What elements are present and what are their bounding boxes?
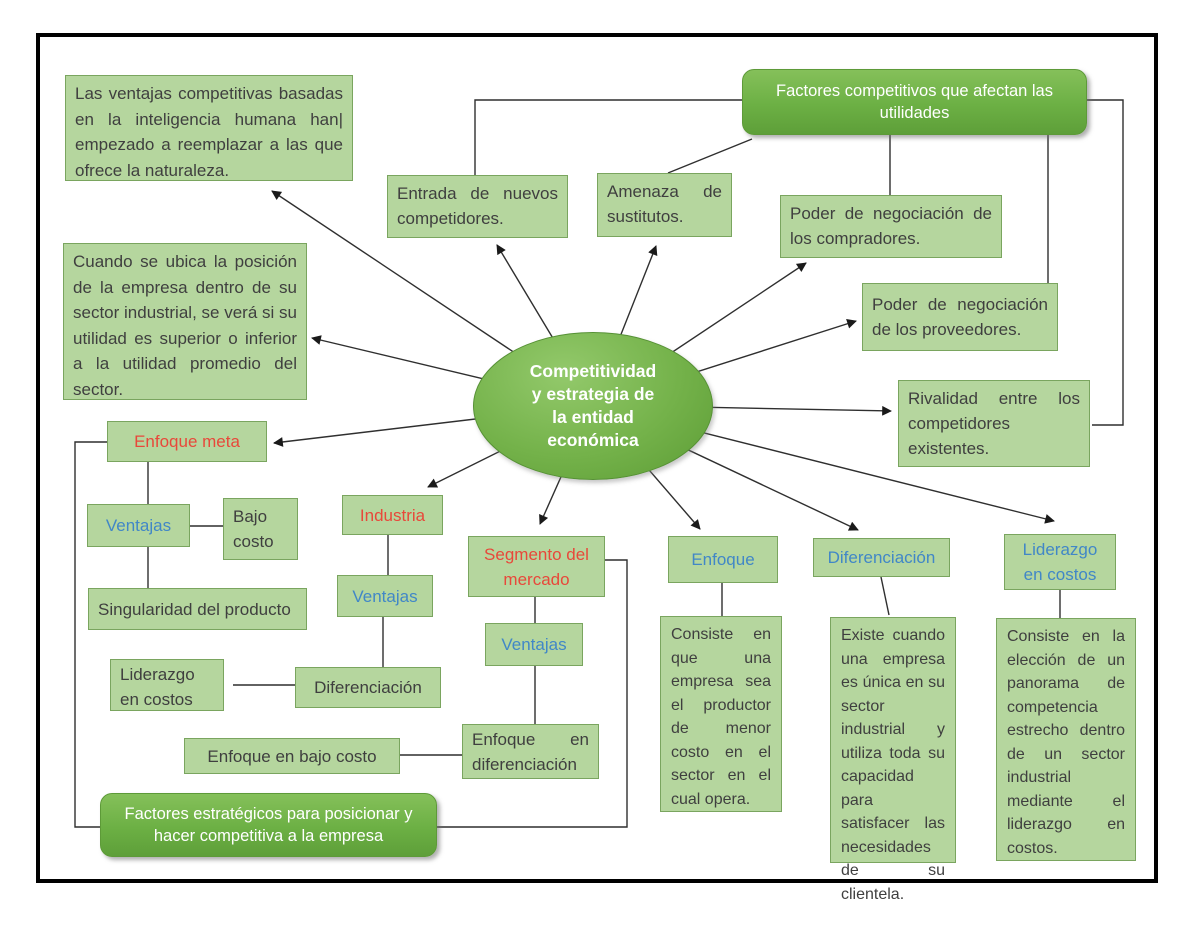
central-topic-label: Competitividad y estrategia de la entida…: [529, 361, 657, 450]
estrategia-liderazgo-title: Liderazgo en costos: [1004, 534, 1116, 590]
enfoque-diferenciacion-box: Enfoque en diferenciación: [462, 724, 599, 779]
diagram-border: [36, 33, 1158, 883]
segmento-mercado-title: Segmento del mercado: [468, 536, 605, 597]
segmento-ventajas: Ventajas: [485, 623, 583, 666]
industria-ventajas: Ventajas: [337, 575, 433, 617]
singularidad-producto-box: Singularidad del producto: [88, 588, 307, 630]
force-rivalry: Rivalidad entre los competidores existen…: [898, 380, 1090, 467]
note-human-intelligence: Las ventajas competitivas basadas en la …: [65, 75, 353, 181]
force-buyer-power: Poder de negociación de los compradores.: [780, 195, 1002, 258]
diferenciacion-left-box: Diferenciación: [295, 667, 441, 708]
estrategia-enfoque-desc: Consiste en que una empresa sea el produ…: [660, 616, 782, 812]
force-new-entrants: Entrada de nuevos competidores.: [387, 175, 568, 238]
force-substitutes: Amenaza de sustitutos.: [597, 173, 732, 237]
note-sector-position: Cuando se ubica la posición de la empres…: [63, 243, 307, 400]
estrategia-diferenciacion-desc: Existe cuando una empresa es única en su…: [830, 617, 956, 903]
estrategia-liderazgo-desc: Consiste en la elección de un panorama d…: [996, 618, 1136, 861]
estrategia-diferenciacion-title: Diferenciación: [813, 538, 950, 577]
enfoque-meta-ventajas: Ventajas: [87, 504, 190, 547]
top-banner-label: Factores competitivos que afectan las ut…: [776, 82, 1053, 122]
liderazgo-costos-left-box: Liderazgo en costos: [110, 659, 224, 711]
industria-title: Industria: [342, 495, 443, 535]
central-topic-ellipse: Competitividad y estrategia de la entida…: [473, 332, 713, 480]
bottom-banner-label: Factores estratégicos para posicionar y …: [124, 805, 413, 845]
bajo-costo-box: Bajo costo: [223, 498, 298, 560]
enfoque-bajo-costo-box: Enfoque en bajo costo: [184, 738, 400, 774]
enfoque-meta-title: Enfoque meta: [107, 421, 267, 462]
force-supplier-power: Poder de negociación de los proveedores.: [862, 283, 1058, 351]
top-banner: Factores competitivos que afectan las ut…: [742, 69, 1087, 135]
bottom-banner: Factores estratégicos para posicionar y …: [100, 793, 437, 857]
estrategia-enfoque-title: Enfoque: [668, 536, 778, 583]
